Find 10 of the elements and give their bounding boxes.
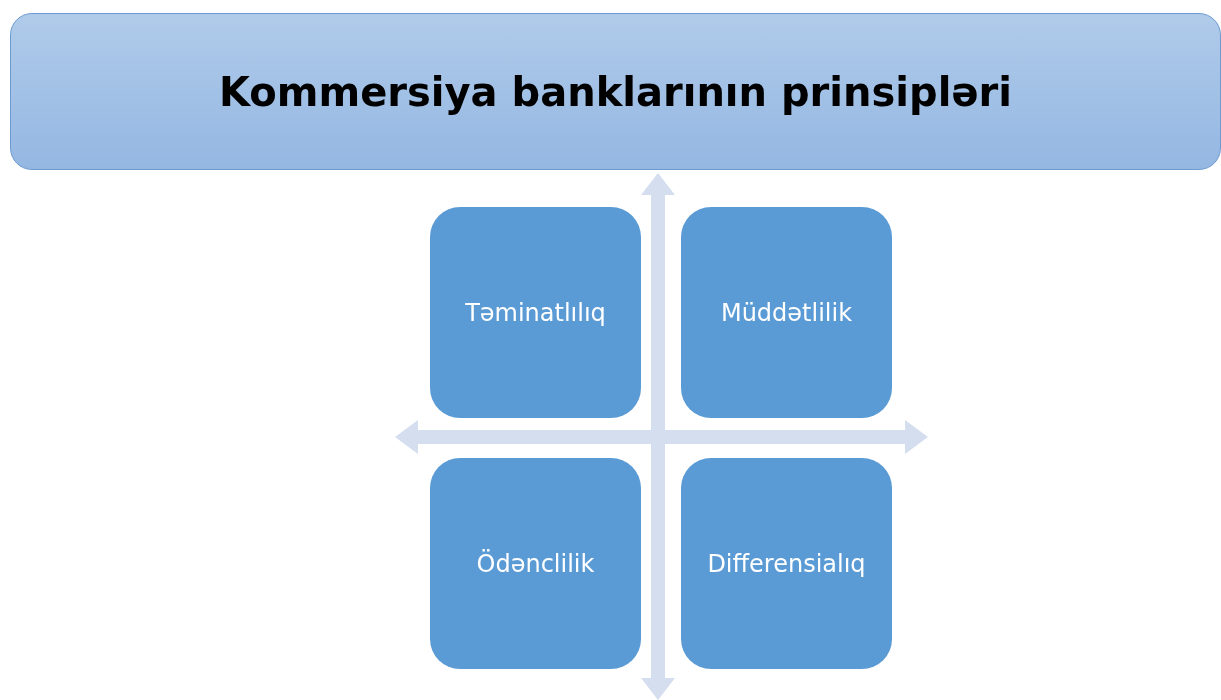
box-label: Differensialıq [707, 549, 866, 578]
title-banner [10, 13, 1221, 170]
box-label: Müddətlilik [720, 298, 853, 327]
box-label: Ödənclilik [476, 549, 595, 578]
box-label: Təminatlılıq [465, 298, 606, 327]
principle-box [430, 458, 641, 669]
title-text: Kommersiya banklarının prinsipləri [219, 68, 1012, 115]
principle-box [430, 207, 641, 418]
principle-box [681, 207, 892, 418]
principle-box [681, 458, 892, 669]
